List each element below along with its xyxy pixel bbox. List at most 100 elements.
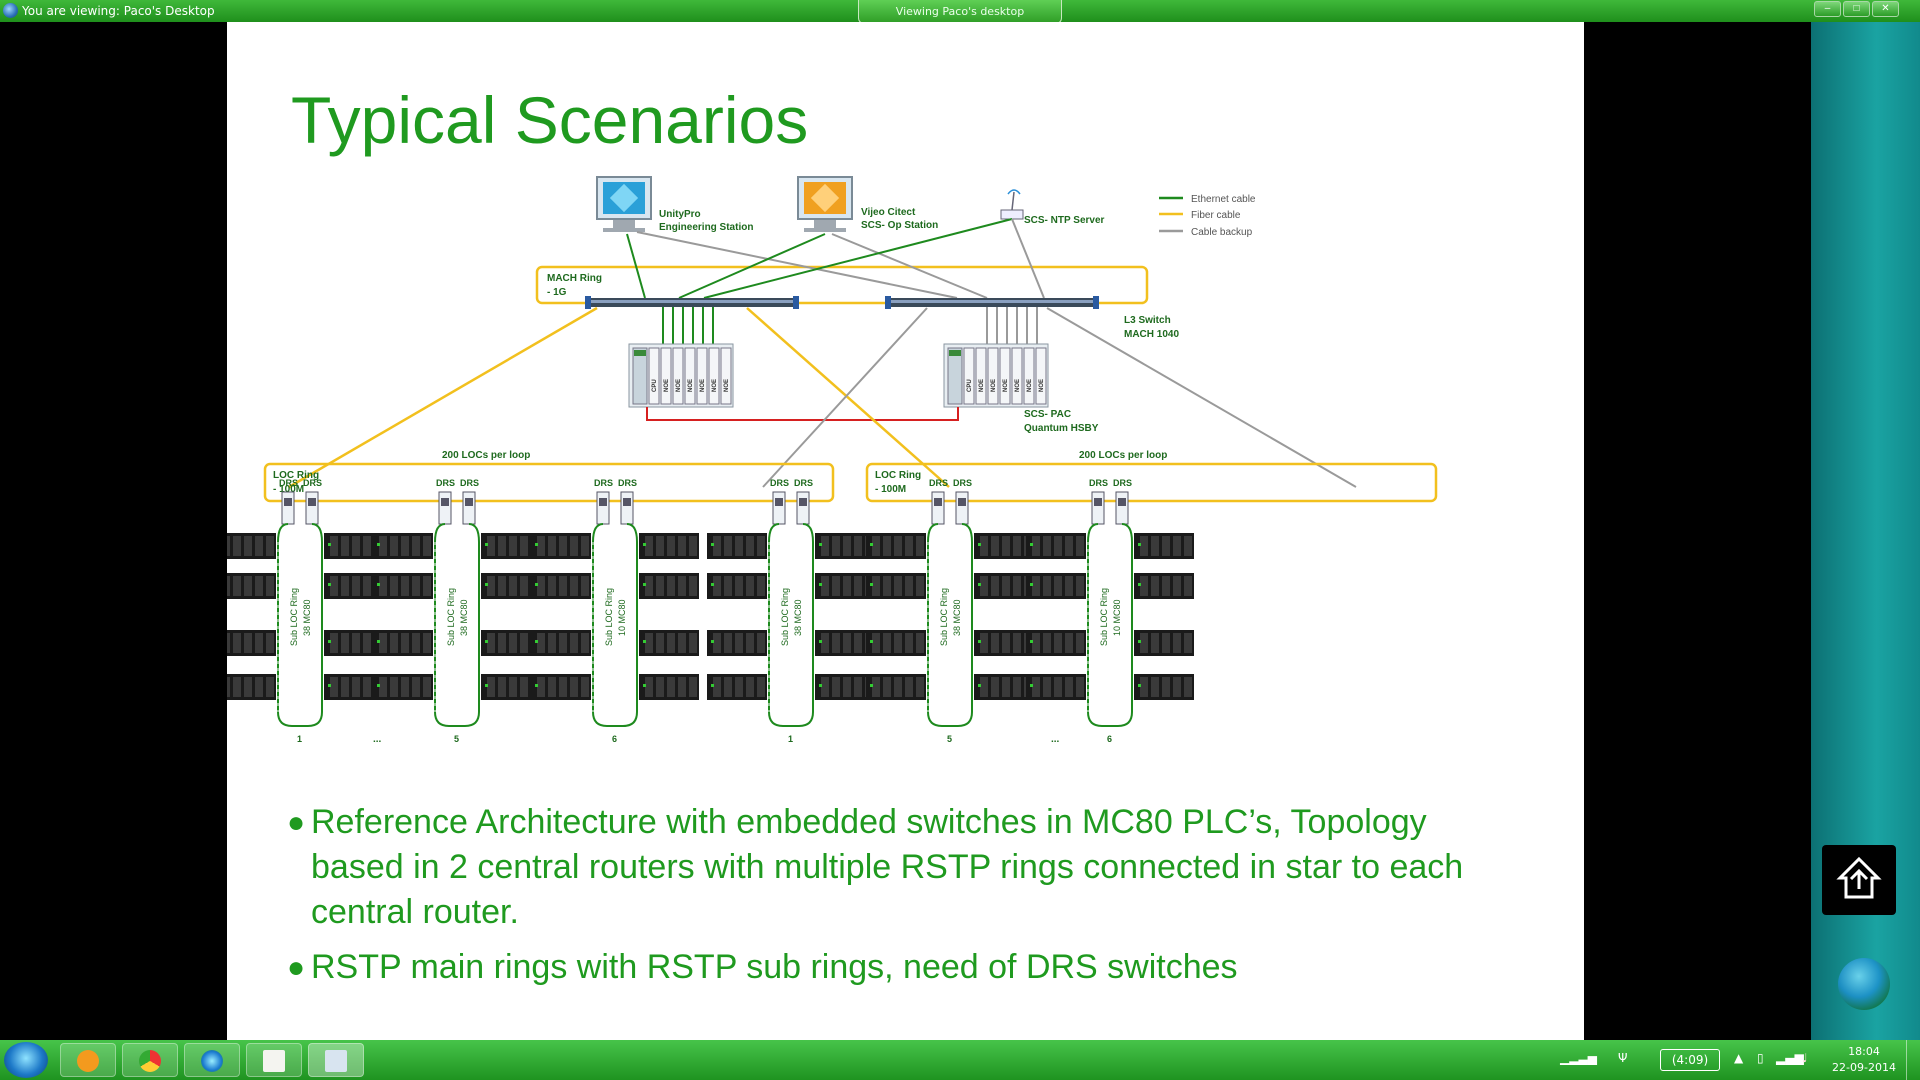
mc80-module — [656, 536, 664, 556]
mc80-led — [1138, 684, 1141, 687]
mc80-module — [980, 677, 988, 697]
mach-ring — [535, 265, 1149, 305]
unitypro-station — [596, 176, 652, 232]
globe-icon[interactable] — [1838, 958, 1890, 1010]
mc80-module — [735, 576, 743, 596]
drs-switch — [796, 491, 810, 525]
mc80-module — [843, 677, 851, 697]
mc80-module — [1043, 677, 1051, 697]
drs-switch — [931, 491, 945, 525]
mc80-led — [485, 640, 488, 643]
mc80-module — [916, 633, 924, 653]
mc80-module — [746, 576, 754, 596]
chart-app-icon — [263, 1050, 285, 1072]
show-desktop-button[interactable] — [1906, 1040, 1920, 1080]
mc80-module — [570, 633, 578, 653]
l3-switch-right — [885, 296, 1099, 309]
taskbar-chrome[interactable] — [122, 1043, 178, 1077]
mc80-module — [390, 677, 398, 697]
mc80-module — [1032, 536, 1040, 556]
minimize-button[interactable]: – — [1814, 1, 1841, 17]
mc80-module — [872, 536, 880, 556]
ntp-label: SCS- NTP Server — [1024, 215, 1105, 226]
mc80-module — [678, 576, 686, 596]
mc80-module — [1184, 536, 1192, 556]
close-button[interactable]: ✕ — [1872, 1, 1899, 17]
drs-port — [441, 498, 449, 506]
start-button[interactable] — [4, 1042, 48, 1078]
battery-icon[interactable]: ▯ — [1757, 1051, 1764, 1065]
mc80-module — [1043, 536, 1051, 556]
mc80-module — [757, 633, 765, 653]
mc80-led — [711, 640, 714, 643]
mc80-module — [746, 536, 754, 556]
mc80-module — [498, 576, 506, 596]
taskbar-app-3[interactable] — [184, 1043, 240, 1077]
antenna-icon[interactable]: Ψ — [1618, 1051, 1628, 1065]
mc80-led — [711, 684, 714, 687]
drs-port — [1094, 498, 1102, 506]
mc80-module — [832, 633, 840, 653]
mc80-module — [883, 677, 891, 697]
sub-ring-number: 6 — [1107, 734, 1112, 744]
mc80-led — [643, 583, 646, 586]
mc80-module — [1013, 633, 1021, 653]
signal-strength-icon[interactable]: ▁▂▃▅ — [1560, 1051, 1597, 1065]
mc80-module — [1032, 677, 1040, 697]
mc80-led — [978, 543, 981, 546]
presentation-slide: Typical Scenarios MACH Ring - 1G UnityPr… — [227, 22, 1584, 1040]
network-icon[interactable]: ▂▄▆ — [1776, 1051, 1804, 1065]
taskbar-app-5[interactable] — [308, 1043, 364, 1077]
mc80-module — [559, 633, 567, 653]
mc80-module — [330, 677, 338, 697]
show-hidden-icons[interactable]: ▲ — [1734, 1051, 1744, 1065]
mc80-module — [379, 677, 387, 697]
mc80-module — [991, 677, 999, 697]
mc80-module — [667, 576, 675, 596]
mc80-led — [819, 583, 822, 586]
mc80-module — [363, 536, 371, 556]
sub-ring-ellipsis: ... — [373, 734, 382, 745]
clock-time: 18:04 — [1848, 1045, 1880, 1058]
mc80-module — [894, 576, 902, 596]
taskbar-app-1[interactable] — [60, 1043, 116, 1077]
drs-switch — [305, 491, 319, 525]
sub-ring-path — [592, 523, 638, 727]
locs-per-loop-right: 200 LOCs per loop — [1079, 450, 1167, 461]
drs-label: DRS — [953, 478, 972, 488]
mc80-led — [1030, 684, 1033, 687]
sub-ring-path — [277, 523, 323, 727]
scs-pac-label-2: Quantum HSBY — [1024, 423, 1099, 434]
volume-icon[interactable]: ♩ — [1802, 1051, 1808, 1065]
mc80-module — [559, 536, 567, 556]
mc80-module — [1032, 576, 1040, 596]
mc80-module — [498, 677, 506, 697]
mc80-module — [854, 633, 862, 653]
plc-rack-left — [628, 343, 734, 408]
viewing-tab[interactable]: Viewing Paco's desktop — [858, 0, 1062, 24]
clock[interactable]: 18:04 22-09-2014 — [1828, 1044, 1900, 1076]
mc80-module — [255, 677, 263, 697]
mc80-led — [377, 684, 380, 687]
plc-module-labels: CPU NOE NOE NOE NOE NOE NOE CPU NOE NOE … — [652, 379, 1045, 392]
drs-port — [934, 498, 942, 506]
mc80-module — [1076, 633, 1084, 653]
drs-label: DRS — [436, 478, 455, 488]
plc-right-noe-label-6: NOE — [1039, 379, 1045, 392]
mc80-module — [757, 576, 765, 596]
mc80-module — [520, 536, 528, 556]
mc80-module — [227, 677, 230, 697]
legend-ethernet: Ethernet cable — [1191, 194, 1256, 205]
mc80-count-label: 38 MC80 — [793, 599, 803, 636]
taskbar-app-4[interactable] — [246, 1043, 302, 1077]
battery-indicator[interactable]: (4:09) — [1660, 1049, 1720, 1071]
mc80-module — [1184, 677, 1192, 697]
app-orange-icon — [77, 1050, 99, 1072]
home-button[interactable] — [1822, 845, 1896, 915]
maximize-button[interactable]: □ — [1843, 1, 1870, 17]
mc80-module — [537, 633, 545, 653]
mc80-led — [819, 684, 822, 687]
mc80-led — [978, 640, 981, 643]
